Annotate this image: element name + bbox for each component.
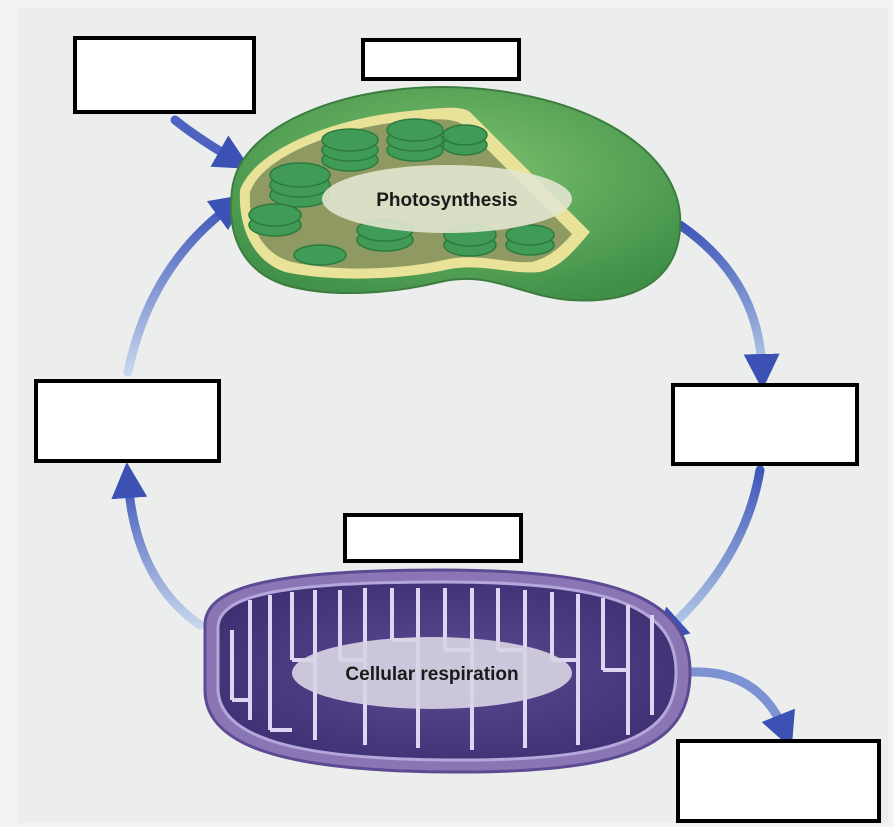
blank-box-middle — [343, 513, 523, 563]
blank-box-right — [671, 383, 859, 466]
blank-box-top-left — [73, 36, 256, 114]
blank-box-top-center — [361, 38, 521, 81]
respiration-label: Cellular respiration — [345, 664, 518, 685]
blank-box-bottom-right — [676, 739, 881, 823]
blank-box-left — [34, 379, 221, 463]
mitochondrion-icon: Cellular respiration — [205, 570, 690, 772]
photosynthesis-label: Photosynthesis — [376, 190, 517, 211]
